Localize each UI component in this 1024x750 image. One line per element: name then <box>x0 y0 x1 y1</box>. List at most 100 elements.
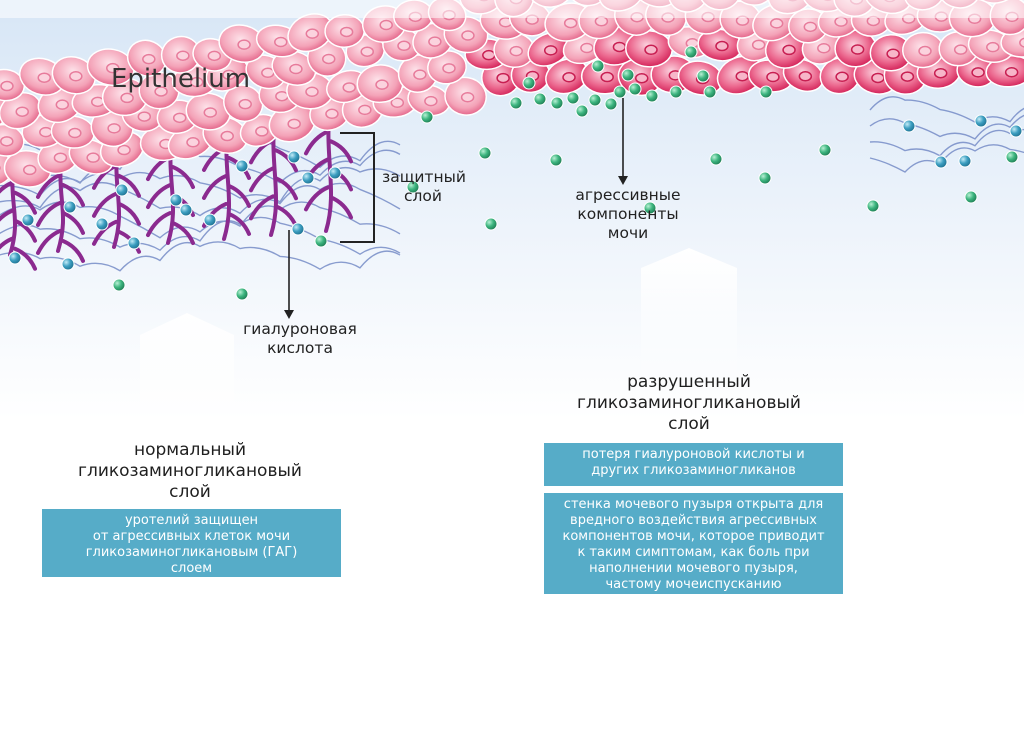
gag-branch <box>13 246 37 271</box>
left-up-arrow <box>140 313 234 440</box>
cell-nucleus <box>612 41 627 53</box>
damaged-layer-box-1: потеря гиалуроновой кислоты и других гли… <box>544 443 843 486</box>
blue-particle <box>179 203 193 217</box>
cell-nucleus <box>342 82 356 93</box>
cell-nucleus <box>442 63 456 74</box>
green-particles <box>112 45 1019 301</box>
gag-branch <box>36 200 62 227</box>
cell-nucleus <box>325 108 339 120</box>
cell-nucleus <box>358 104 372 116</box>
cell-nucleus <box>322 53 336 65</box>
normal-layer-heading: нормальный гликозаминогликановый слой <box>78 440 302 502</box>
green-particle <box>964 190 978 204</box>
cell-nucleus <box>172 112 187 124</box>
cell-nucleus <box>305 28 320 39</box>
cell-nucleus <box>22 164 37 176</box>
cell-nucleus <box>15 106 29 117</box>
green-particle <box>696 69 710 83</box>
blue-particle <box>127 236 141 250</box>
green-particle <box>866 199 880 213</box>
gag-branch <box>61 210 85 235</box>
gag-branch <box>0 180 14 194</box>
blue-particle <box>169 193 183 207</box>
cell-nucleus <box>644 44 658 56</box>
green-particle <box>709 152 723 166</box>
blue-particle <box>115 183 129 197</box>
gag-branch <box>13 218 37 243</box>
cell-nucleus <box>817 42 831 54</box>
green-particle <box>235 287 249 301</box>
urine-arrow-head <box>618 176 628 185</box>
cell-nucleus <box>461 30 475 41</box>
green-particle <box>1005 150 1019 164</box>
cell-nucleus <box>0 136 14 147</box>
green-particle <box>628 82 642 96</box>
green-particle <box>478 146 492 160</box>
cell-nucleus <box>509 45 524 57</box>
cell-nucleus <box>176 50 190 61</box>
green-particle <box>533 92 547 106</box>
cell-nucleus <box>482 49 496 61</box>
cell-nucleus <box>594 16 609 27</box>
cell-nucleus <box>339 26 354 38</box>
cell-nucleus <box>1004 67 1019 78</box>
cell-nucleus <box>397 40 411 52</box>
cell-nucleus <box>886 48 900 60</box>
green-particle <box>643 201 657 215</box>
blue-particle <box>95 217 109 231</box>
hyaluronic-acid-label: гиалуроновая кислота <box>243 320 357 357</box>
green-particle <box>575 104 589 118</box>
green-particle <box>112 278 126 292</box>
cell-nucleus <box>971 67 985 78</box>
blue-particle <box>301 171 315 185</box>
cell-nucleus <box>900 71 915 82</box>
gag-branch <box>249 194 275 221</box>
fibre <box>869 114 1024 140</box>
cell-nucleus <box>580 42 594 54</box>
cell-nucleus <box>120 92 134 104</box>
cell-nucleus <box>933 67 948 79</box>
gag-branch <box>227 183 251 208</box>
blue-particle <box>974 114 988 128</box>
green-particle <box>703 85 717 99</box>
cell-nucleus <box>69 71 83 82</box>
blue-particle <box>1009 124 1023 138</box>
gag-branch <box>92 219 118 246</box>
cell-nucleus <box>106 62 120 74</box>
cell-nucleus <box>289 63 303 75</box>
cell-nucleus <box>918 45 932 57</box>
cell-nucleus <box>117 144 131 156</box>
cell-nucleus <box>189 76 204 88</box>
hyaluronic-arrow-head <box>284 310 294 319</box>
green-particle <box>604 97 618 111</box>
gag-branch <box>0 236 14 250</box>
green-particle <box>645 89 659 103</box>
green-particle <box>550 96 564 110</box>
cell-nucleus <box>953 44 968 55</box>
cell-nucleus <box>850 44 865 55</box>
blue-particle <box>287 150 301 164</box>
cell-nucleus <box>563 17 578 29</box>
blue-particle <box>203 213 217 227</box>
protective-layer-bracket <box>340 132 375 243</box>
gag-branch <box>329 195 353 220</box>
cell-nucleus <box>543 45 558 56</box>
green-particle <box>484 217 498 231</box>
gag-branch <box>117 173 141 198</box>
blue-particle <box>8 251 22 265</box>
green-particle <box>522 76 536 90</box>
cell-nucleus <box>375 79 389 90</box>
cell-nucleus <box>735 70 750 82</box>
cell-nucleus <box>142 53 156 65</box>
gag-branch <box>36 172 62 199</box>
epithelium-cells <box>0 0 1024 188</box>
cell-nucleus <box>460 91 475 103</box>
gag-branch <box>304 129 330 156</box>
cell-nucleus <box>237 39 251 50</box>
gag-branch <box>304 185 330 212</box>
gag-branch <box>61 182 85 207</box>
cell-nucleus <box>154 86 168 97</box>
epithelium-label: Epithelium <box>111 64 251 94</box>
green-particle <box>669 85 683 99</box>
